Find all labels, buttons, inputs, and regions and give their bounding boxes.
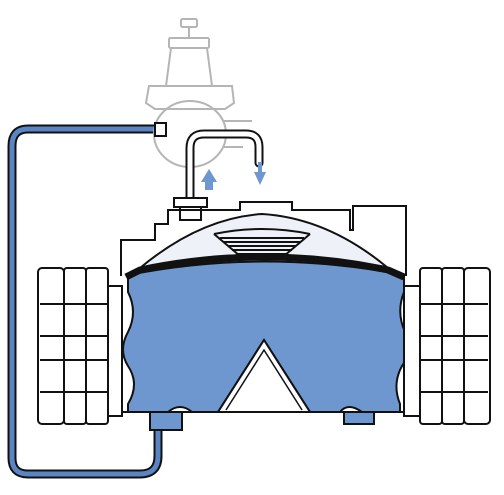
pilot-spring-housing (168, 37, 210, 49)
sensing-tube (9, 126, 162, 477)
pilot-adjust-cap (180, 18, 198, 28)
arrow-up-icon (201, 169, 217, 190)
valve-body-upper (120, 201, 407, 276)
diaphragm (124, 253, 406, 281)
right-flange (403, 267, 491, 425)
pilot-bonnet (164, 47, 214, 87)
pilot-flange (144, 85, 236, 110)
tube-connector (154, 122, 167, 137)
outlet-port (343, 411, 375, 425)
left-flange (37, 267, 123, 425)
pilot-valve (144, 18, 252, 168)
pilot-outlet-port (224, 120, 252, 148)
control-tube (187, 131, 262, 209)
inlet-port (149, 411, 183, 431)
seat-cover (225, 348, 303, 411)
arrow-down-icon (254, 162, 266, 185)
